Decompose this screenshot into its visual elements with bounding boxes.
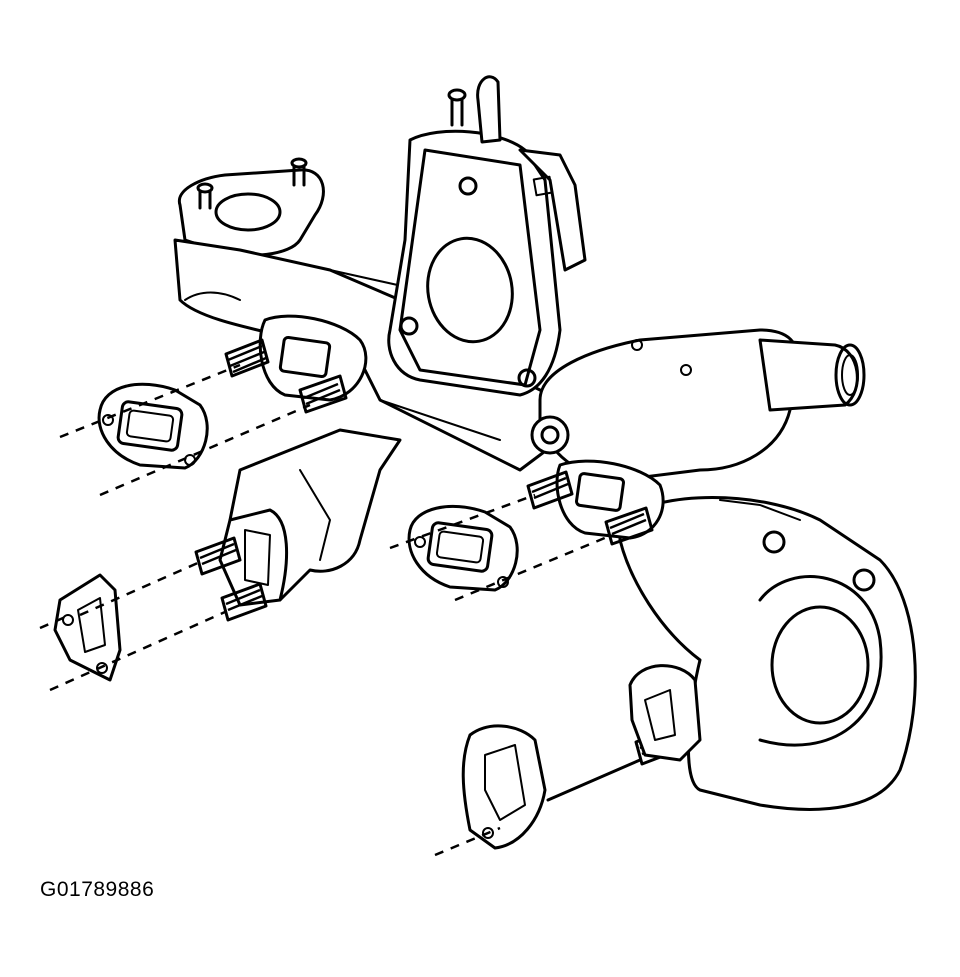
stud-lower-left-upper [194, 536, 242, 576]
gasket-lower-left [53, 573, 122, 682]
figure-id-label: G01789886 [40, 878, 155, 901]
stud-right-lower [604, 506, 654, 546]
stud-upper-left [224, 338, 270, 378]
stud-lower-left-lower [220, 582, 268, 622]
alignment-lines [39, 363, 613, 857]
exhaust-manifold [173, 75, 917, 811]
gasket-bottom [461, 724, 547, 850]
gasket-center [407, 504, 519, 592]
bracket-bottom-right [628, 664, 702, 762]
stud-right-upper [526, 470, 574, 510]
gasket-upper-left [97, 382, 209, 470]
stud-upper-mid [298, 374, 348, 414]
